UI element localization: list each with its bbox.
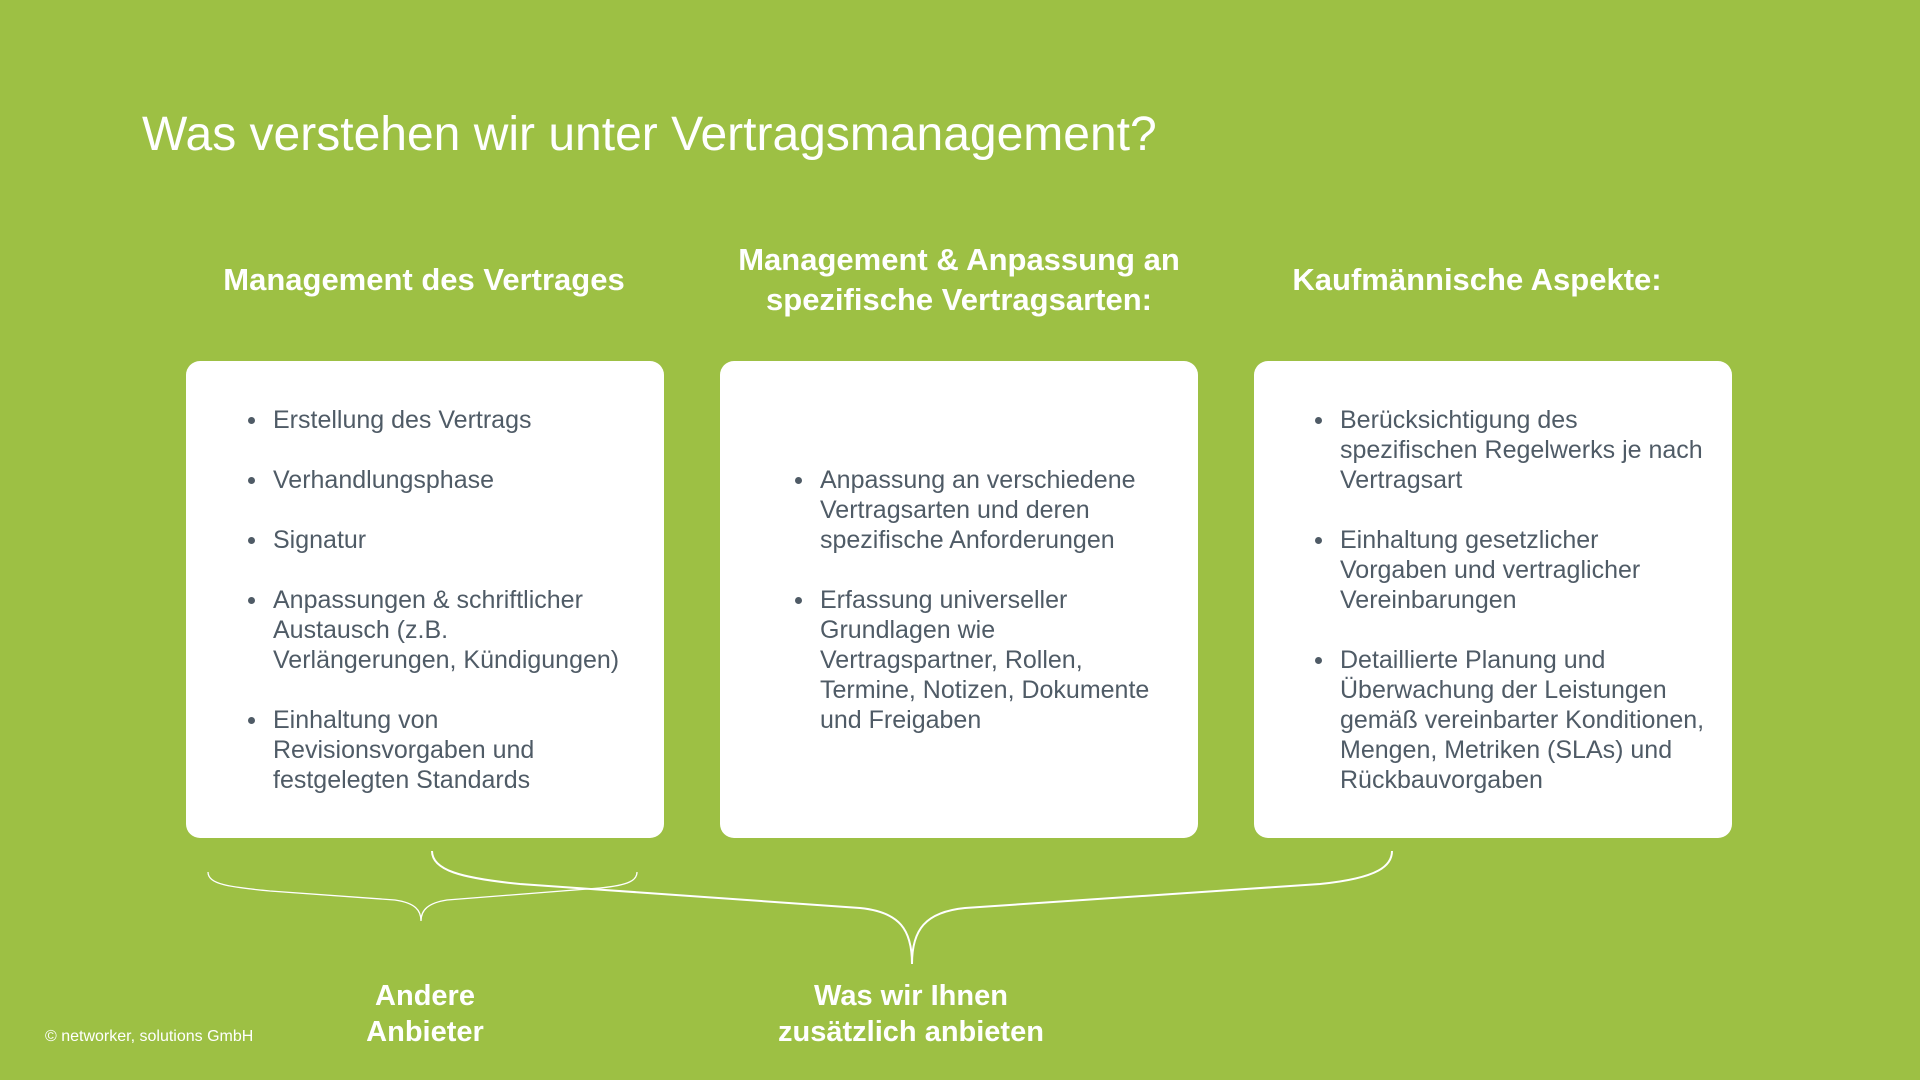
bullet-icon (1315, 536, 1322, 544)
brace-small (207, 871, 638, 922)
bullet-icon (248, 716, 255, 724)
list-item: Einhaltung von Revisionsvorgaben und fes… (248, 705, 634, 795)
copyright: © networker, solutions GmbH (45, 1028, 254, 1045)
item-text: Erstellung des Vertrags (273, 405, 532, 434)
label-other-providers: Andere Anbieter (225, 978, 625, 1050)
item-text: Erfassung universeller Grundlagen wie Ve… (820, 585, 1150, 734)
bullet-icon (248, 476, 255, 484)
list-item: Einhaltung gesetzlicher Vorgaben und ver… (1315, 525, 1707, 615)
item-text: Einhaltung gesetzlicher Vorgaben und ver… (1340, 525, 1641, 614)
card-commercial: Berücksichtigung des spezifischen Regelw… (1254, 361, 1732, 838)
label-text: Andere Anbieter (366, 980, 484, 1048)
bullet-icon (248, 536, 255, 544)
item-text: Berücksichtigung des spezifischen Regelw… (1340, 405, 1703, 494)
label-our-offer: Was wir Ihnen zusätzlich anbieten (711, 978, 1111, 1050)
list-item: Anpassungen & schriftlicher Austausch (z… (248, 585, 634, 675)
label-text: Was wir Ihnen zusätzlich anbieten (778, 980, 1044, 1048)
bullet-icon (1315, 656, 1322, 664)
heading-contract-types: Management & Anpassung an spezifische Ve… (738, 242, 1180, 317)
bullet-icon (795, 476, 802, 484)
item-text: Einhaltung von Revisionsvorgaben und fes… (273, 705, 535, 794)
item-text: Anpassung an verschiedene Vertragsarten … (820, 465, 1136, 554)
item-text: Verhandlungsphase (273, 465, 495, 494)
list-item: Erfassung universeller Grundlagen wie Ve… (795, 585, 1168, 735)
bullet-icon (248, 416, 255, 424)
heading-commercial: Kaufmännische Aspekte: (1292, 262, 1662, 297)
list-item: Verhandlungsphase (248, 465, 634, 495)
bullet-icon (795, 596, 802, 604)
item-text: Signatur (273, 525, 367, 554)
list-item: Anpassung an verschiedene Vertragsarten … (795, 465, 1168, 555)
bullet-icon (1315, 416, 1322, 424)
card-contract-types: Anpassung an verschiedene Vertragsarten … (720, 361, 1198, 838)
bullet-icon (248, 596, 255, 604)
list-item: Detaillierte Planung und Überwachung der… (1315, 645, 1707, 795)
brace-large (431, 850, 1393, 965)
card-contract-management: Erstellung des Vertrags Verhandlungsphas… (186, 361, 664, 838)
list-item: Berücksichtigung des spezifischen Regelw… (1315, 405, 1707, 495)
list-item: Erstellung des Vertrags (248, 405, 634, 435)
item-text: Anpassungen & schriftlicher Austausch (z… (273, 585, 620, 674)
heading-contract-management: Management des Vertrages (223, 262, 625, 297)
page-title: Was verstehen wir unter Vertragsmanageme… (142, 108, 1157, 161)
list-item: Signatur (248, 525, 634, 555)
item-text: Detaillierte Planung und Überwachung der… (1340, 645, 1705, 794)
